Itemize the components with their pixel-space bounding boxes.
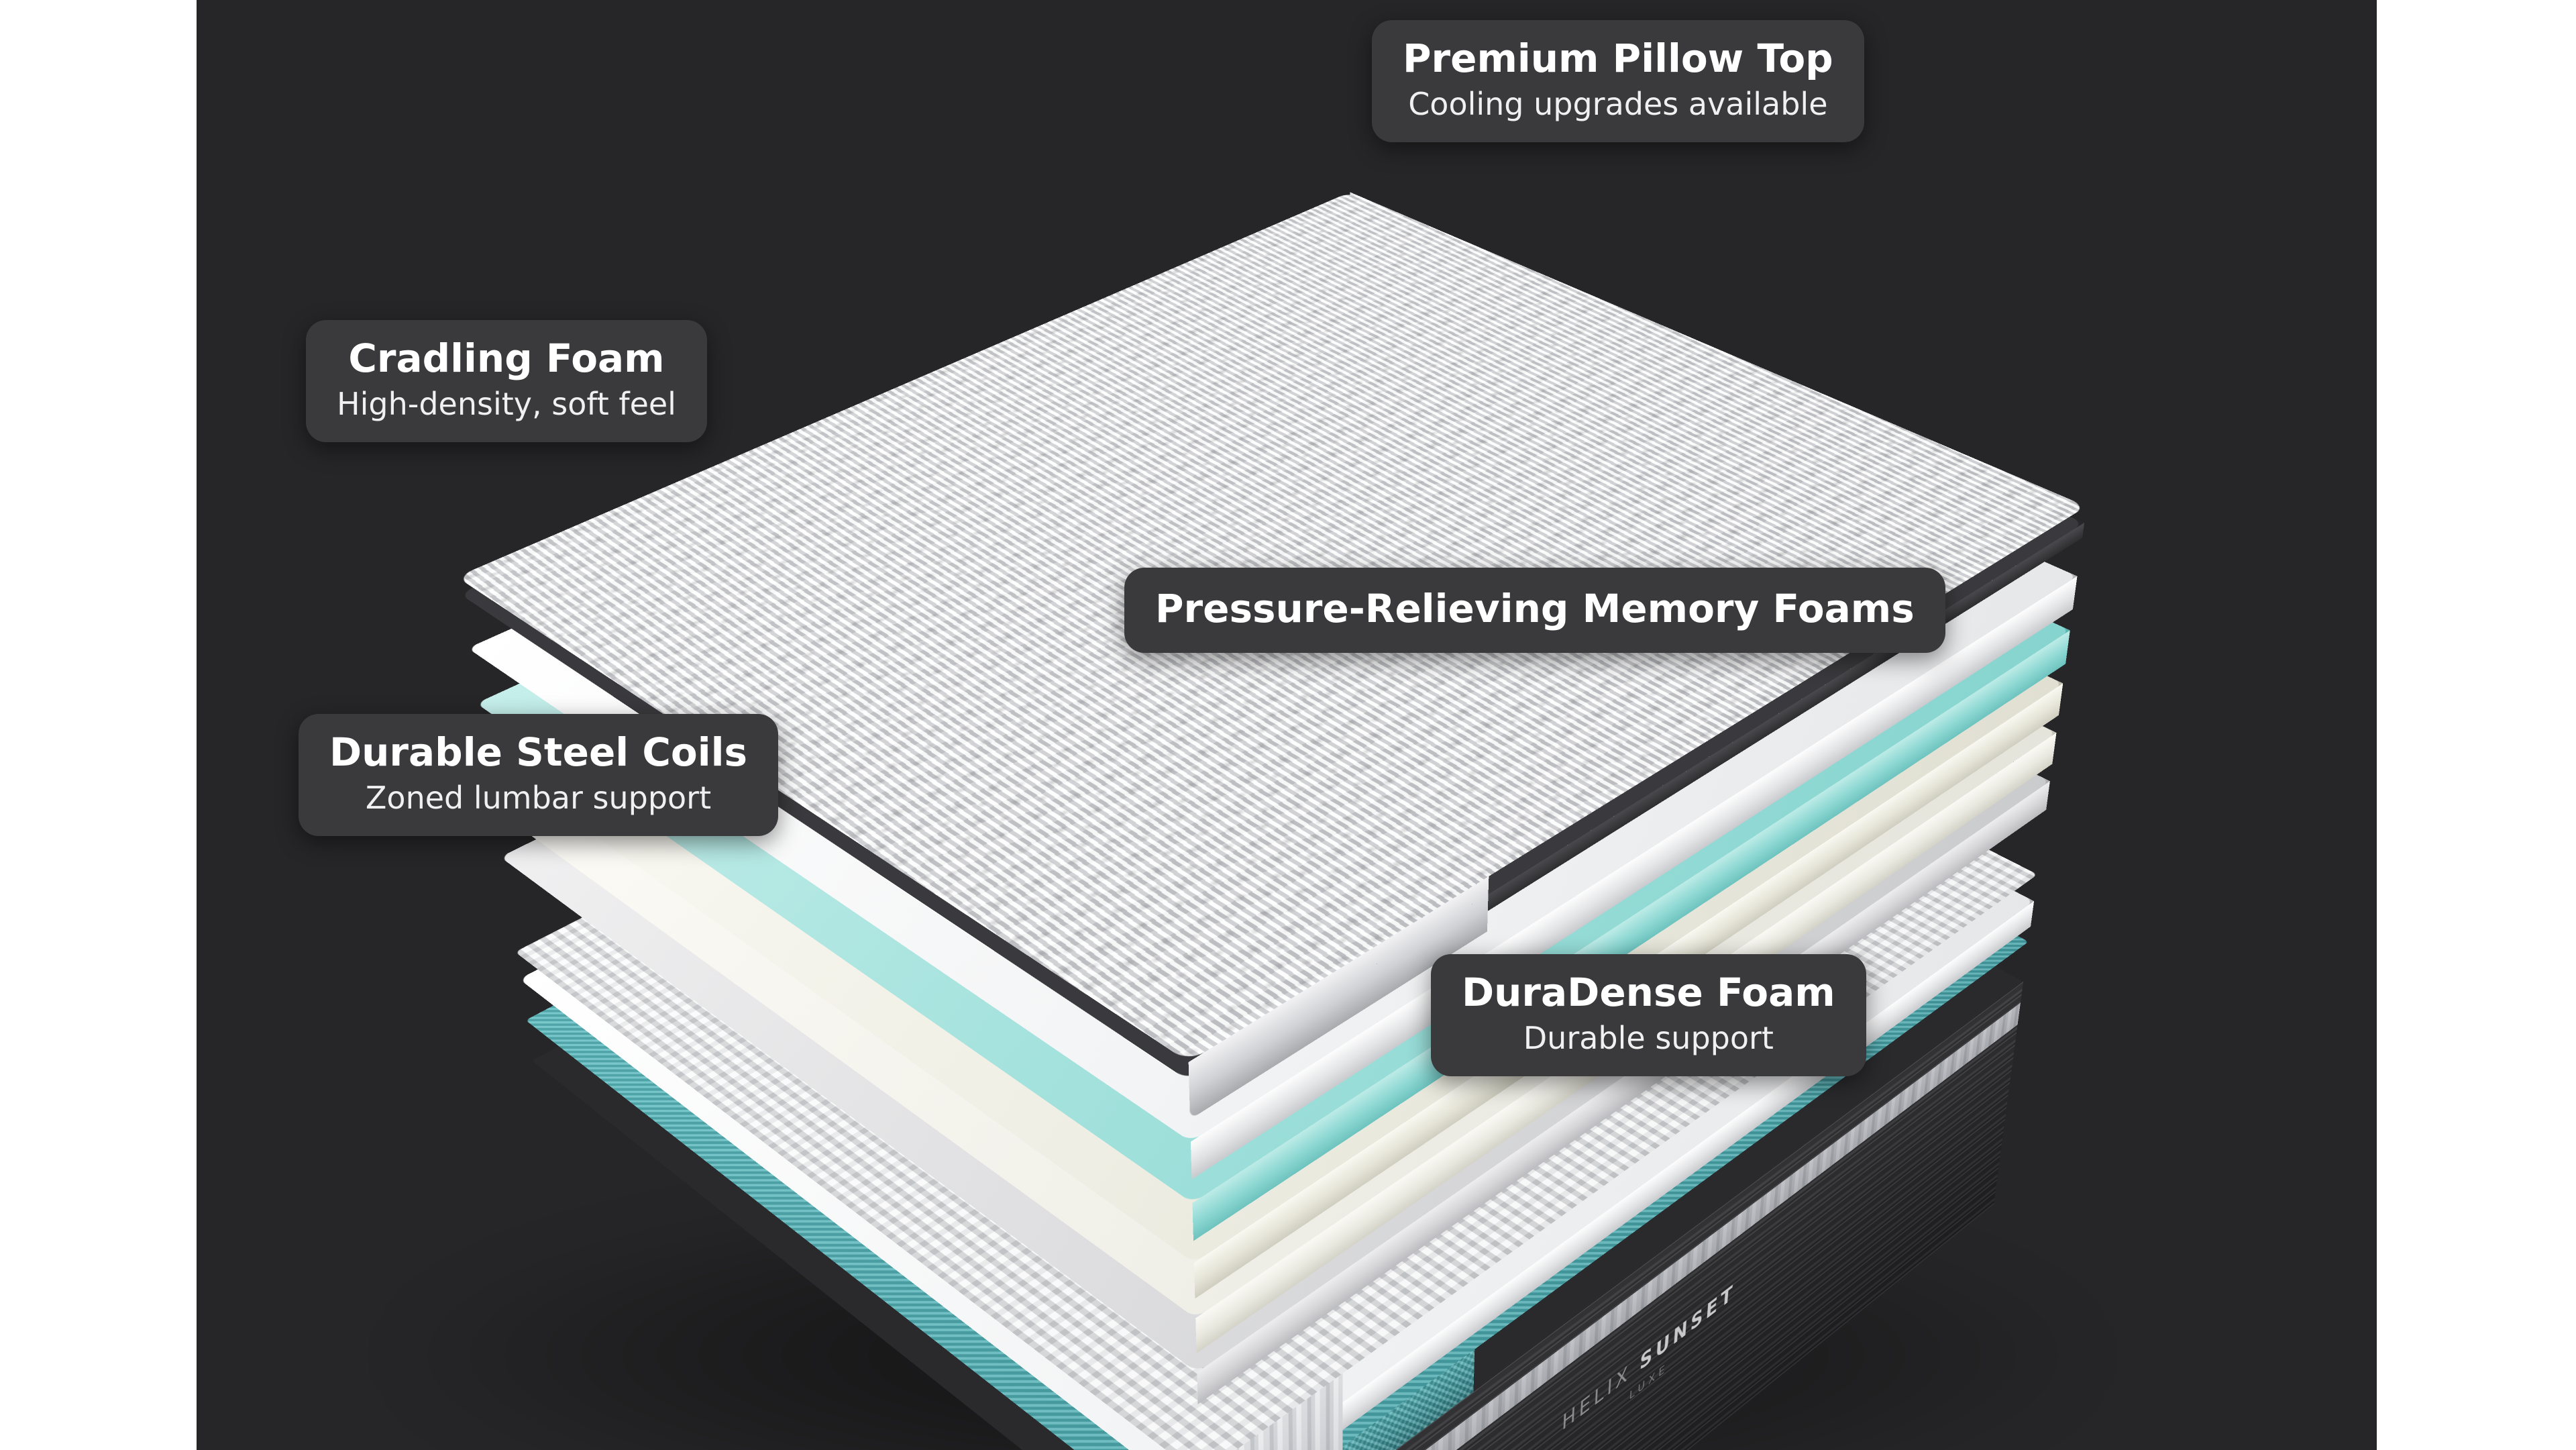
callout-subtitle: Durable support: [1523, 1019, 1774, 1056]
callout-durable-steel-coils[interactable]: Durable Steel Coils Zoned lumbar support: [299, 714, 779, 837]
callout-cradling-foam[interactable]: Cradling Foam High-density, soft feel: [306, 320, 707, 443]
product-panel: HELIX SUNSET LUXE: [197, 0, 2377, 1450]
callout-subtitle: High-density, soft feel: [337, 385, 676, 422]
callout-title: Durable Steel Coils: [329, 729, 748, 775]
callout-title: Pressure-Relieving Memory Foams: [1155, 586, 1915, 631]
brand-name: HELIX: [1561, 1359, 1632, 1436]
callout-title: DuraDense Foam: [1462, 970, 1835, 1015]
callout-title: Premium Pillow Top: [1403, 36, 1833, 81]
callout-pressure-relieving-memory-foams[interactable]: Pressure-Relieving Memory Foams: [1124, 568, 1945, 653]
callout-title: Cradling Foam: [348, 335, 665, 381]
callout-duradense-foam[interactable]: DuraDense Foam Durable support: [1431, 954, 1866, 1077]
callout-premium-pillow-top[interactable]: Premium Pillow Top Cooling upgrades avai…: [1372, 20, 1864, 143]
callout-subtitle: Cooling upgrades available: [1408, 85, 1828, 122]
callout-subtitle: Zoned lumbar support: [365, 779, 712, 816]
